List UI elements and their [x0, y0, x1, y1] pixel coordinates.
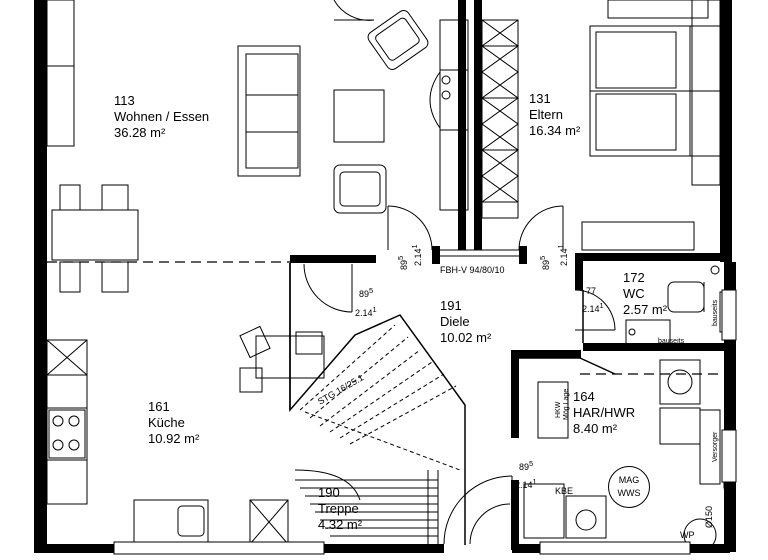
room-label-har: 164 HAR/HWR 8.40 m² [573, 389, 635, 437]
room-name: Treppe [318, 501, 359, 516]
door-width-sup: 1 [599, 301, 604, 310]
room-label-diele: 191 Diele 10.02 m² [440, 298, 491, 346]
room-label-eltern: 131 Eltern 16.34 m² [529, 91, 580, 139]
room-label-kueche: 161 Küche 10.92 m² [148, 399, 199, 447]
dashed-lines [47, 261, 720, 375]
wall-har-left-lower [511, 480, 519, 550]
door-width-sup: 1 [372, 305, 377, 314]
room-area: 36.28 m² [114, 125, 166, 140]
wall-diele-top-mid2 [519, 246, 527, 264]
room-number: 172 [623, 270, 645, 285]
door-height-sup: 5 [369, 286, 374, 295]
wall-wc-left [575, 253, 583, 290]
bauseits-vertical-label: bauseits [712, 299, 719, 326]
thin-walls [289, 263, 616, 545]
room-area: 4.32 m² [318, 517, 363, 532]
kbe-label: KBE [555, 486, 574, 496]
wall-wohnen-eltern-a [458, 0, 466, 250]
door-width: 2.14 [559, 248, 569, 266]
room-label-treppe: 190 Treppe 4.32 m² [318, 485, 362, 533]
door-width: 2.14 [515, 480, 533, 490]
hkw-sub-label: Mög Lage [563, 388, 570, 420]
door-width: 2.14 [355, 308, 373, 318]
stairs-solid [294, 469, 439, 544]
door-height-sup: 5 [396, 255, 405, 260]
eltern-furniture [581, 0, 721, 251]
room-name: Eltern [529, 107, 563, 122]
windows [113, 289, 737, 555]
wp-label: WP [680, 530, 695, 540]
wall-diele-top-mid [432, 246, 440, 264]
door-dim-har: 895 [519, 459, 533, 472]
kueche-furniture [46, 325, 325, 545]
room-name: Küche [148, 415, 185, 430]
wall-left-outer [34, 0, 47, 546]
hkw-label: HKW [555, 401, 562, 418]
wall-right-upper [720, 0, 732, 262]
room-label-wohnen: 113 Wohnen / Essen 36.28 m² [114, 93, 209, 141]
door-width-har: 2.141 [515, 477, 537, 490]
room-number: 190 [318, 485, 340, 500]
diameter-label: Ø150 [704, 505, 714, 528]
room-name: WC [623, 286, 645, 301]
wall-wc-bottom [583, 343, 725, 351]
room-area: 10.92 m² [148, 431, 200, 446]
room-name: Diele [440, 314, 470, 329]
room-number: 191 [440, 298, 462, 313]
door-dim-kueche: 895 [359, 286, 373, 299]
room-number: 161 [148, 399, 170, 414]
wall-wohnen-diele [290, 255, 376, 263]
door-width-sup: 1 [532, 477, 537, 486]
diele-doors [303, 263, 616, 331]
door-height: 89 [519, 462, 530, 472]
door-dim-wohnen: 895 [396, 256, 409, 270]
room-number: 113 [114, 93, 135, 108]
room-area: 16.34 m² [529, 123, 581, 138]
entry-door [443, 475, 513, 545]
wall-eltern-bottom [575, 253, 725, 261]
room-area: 2.57 m² [623, 302, 668, 317]
mag-wws-unit: MAG WWS [608, 466, 650, 508]
wall-wohnen-eltern-b [474, 0, 482, 250]
mag-label: MAG [618, 475, 640, 485]
door-width-eltern: 2.141 [556, 244, 569, 266]
door-height-sup: 5 [538, 255, 547, 260]
door-dim-wc: 77 [586, 283, 596, 296]
door-width-wohnen: 2.141 [410, 244, 423, 266]
door-width-kueche: 2.141 [355, 305, 377, 318]
fbh-label: FBH-V 94/80/10 [440, 265, 505, 275]
room-name: HAR/HWR [573, 405, 636, 420]
wall-har-left [511, 350, 519, 438]
door-height-sup: 5 [529, 459, 534, 468]
wohnen-furniture [46, 0, 469, 293]
room-area: 8.40 m² [573, 421, 618, 436]
room-area: 10.02 m² [440, 330, 492, 345]
wardrobe [387, 19, 564, 257]
door-width-wc: 2.141 [582, 301, 604, 314]
stairs [299, 324, 461, 471]
bauseits-label: bauseits [658, 338, 685, 345]
room-number: 131 [529, 91, 551, 106]
door-width: 2.14 [582, 304, 600, 314]
door-height: 89 [541, 259, 551, 270]
door-height: 89 [359, 289, 370, 299]
door-height: 77 [586, 286, 597, 296]
room-label-wc: 172 WC 2.57 m² [623, 270, 667, 318]
wws-label: WWS [617, 488, 641, 498]
room-number: 164 [573, 389, 595, 404]
door-width-sup: 1 [556, 244, 565, 249]
wall-har-top [511, 350, 581, 358]
door-dim-eltern: 895 [538, 256, 551, 270]
door-width-sup: 1 [410, 244, 419, 249]
door-height: 89 [399, 259, 409, 270]
door-width: 2.14 [413, 248, 423, 266]
versorger-label: Versorger [712, 431, 719, 462]
room-name: Wohnen / Essen [114, 109, 210, 124]
